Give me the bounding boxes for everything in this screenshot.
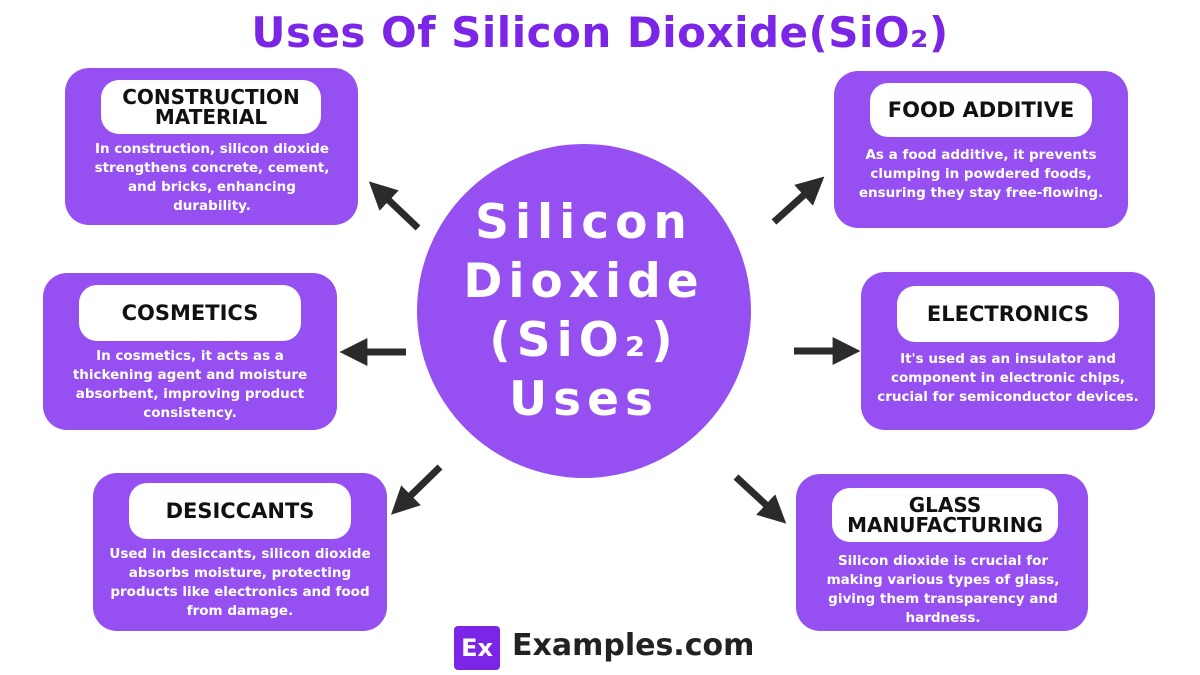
card-food-additive: FOOD ADDITIVE As a food additive, it pre… — [834, 71, 1128, 228]
card-heading: COSMETICS — [79, 285, 301, 341]
center-circle: Silicon Dioxide (SiO₂) Uses — [417, 144, 751, 478]
card-cosmetics: COSMETICS In cosmetics, it acts as a thi… — [43, 273, 337, 430]
card-electronics: ELECTRONICS It's used as an insulator an… — [861, 272, 1155, 430]
card-description: Silicon dioxide is crucial for making va… — [826, 553, 1060, 626]
card-heading: GLASS MANUFACTURING — [832, 488, 1058, 542]
page-title: Uses Of Silicon Dioxide(SiO₂) — [251, 8, 949, 57]
card-description: Used in desiccants, silicon dioxide abso… — [109, 546, 371, 619]
arrow-to-desiccants — [390, 464, 443, 515]
card-heading: DESICCANTS — [129, 483, 351, 539]
card-description: It's used as an insulator and component … — [877, 351, 1139, 405]
card-heading: CONSTRUCTION MATERIAL — [101, 80, 321, 134]
card-heading: FOOD ADDITIVE — [870, 83, 1092, 137]
center-label: Silicon Dioxide (SiO₂) Uses — [463, 195, 705, 427]
card-description: In cosmetics, it acts as a thickening ag… — [72, 348, 308, 421]
arrow-to-glass — [733, 474, 787, 524]
card-description: In construction, silicon dioxide strengt… — [94, 141, 330, 214]
card-construction-material: CONSTRUCTION MATERIAL In construction, s… — [65, 68, 358, 225]
card-glass-manufacturing: GLASS MANUFACTURING Silicon dioxide is c… — [796, 474, 1088, 631]
arrow-to-food — [771, 176, 825, 225]
logo-text: Examples.com — [512, 628, 755, 663]
card-heading: ELECTRONICS — [897, 286, 1119, 342]
card-description: As a food additive, it prevents clumping… — [858, 147, 1104, 201]
logo-mark: Ex — [454, 626, 500, 670]
arrow-to-construction — [368, 181, 421, 231]
card-desiccants: DESICCANTS Used in desiccants, silicon d… — [93, 473, 387, 631]
